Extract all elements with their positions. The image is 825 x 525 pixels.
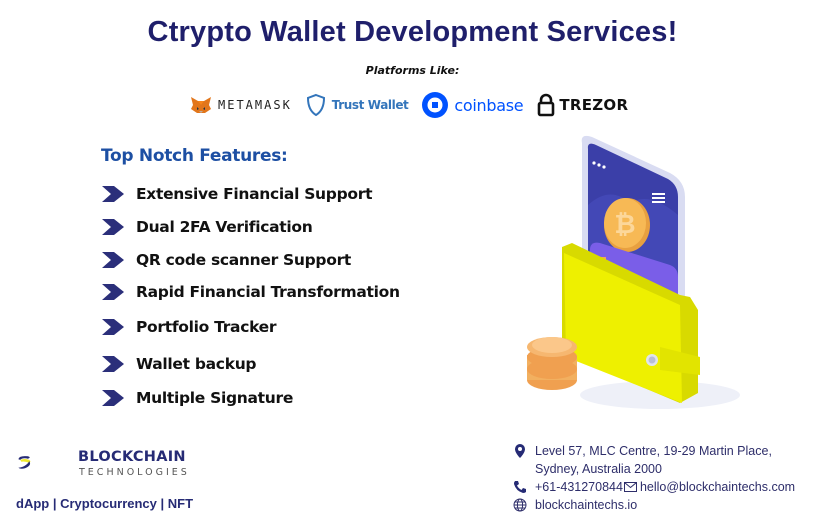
feature-item: Extensive Financial Support xyxy=(102,185,372,203)
platform-coinbase: coinbase xyxy=(422,92,524,118)
platform-trust-wallet: Trust Wallet xyxy=(306,93,409,117)
crypto-wallet-illustration: ₿ xyxy=(527,135,740,409)
chevron-right-icon xyxy=(102,356,124,372)
feature-item: Dual 2FA Verification xyxy=(102,218,313,236)
globe-icon xyxy=(513,498,527,512)
address-line2: Sydney, Australia 2000 xyxy=(535,462,662,476)
website-row: blockchaintechs.io xyxy=(513,496,795,514)
address-row-2: Sydney, Australia 2000 xyxy=(513,460,795,478)
feature-label: QR code scanner Support xyxy=(136,251,352,269)
location-pin-icon xyxy=(515,444,525,458)
phone-icon xyxy=(514,481,526,493)
chevron-right-icon xyxy=(102,219,124,235)
chevron-right-icon xyxy=(102,252,124,268)
address-line1: Level 57, MLC Centre, 19-29 Martin Place… xyxy=(535,444,772,458)
chevron-right-icon xyxy=(102,186,124,202)
feature-item: Wallet backup xyxy=(102,355,257,373)
feature-item: Multiple Signature xyxy=(102,389,293,407)
mail-icon xyxy=(623,482,637,492)
platform-name: TREZOR xyxy=(559,96,629,114)
svg-text:₿: ₿ xyxy=(614,210,635,240)
lock-icon xyxy=(538,93,555,117)
chevron-right-icon xyxy=(102,319,124,335)
phone-email-row: +61-431270844 hello@blockchaintechs.com xyxy=(513,478,795,496)
phone-link[interactable]: +61-431270844 xyxy=(535,480,623,494)
metamask-fox-icon xyxy=(191,97,211,113)
feature-item: Rapid Financial Transformation xyxy=(102,283,400,301)
platforms-subtitle: Platforms Like: xyxy=(365,64,460,77)
company-tagline: dApp | Cryptocurrency | NFT xyxy=(16,496,194,511)
address-row: Level 57, MLC Centre, 19-29 Martin Place… xyxy=(513,442,795,460)
coinbase-icon xyxy=(422,92,449,118)
platform-name: coinbase xyxy=(454,95,524,115)
company-name: BLOCKCHAIN xyxy=(78,449,186,465)
feature-label: Wallet backup xyxy=(136,355,257,373)
company-subtitle: TECHNOLOGIES xyxy=(79,467,190,478)
blockchain-logo-icon xyxy=(18,456,31,469)
platform-name: METAMASK xyxy=(218,98,292,112)
feature-item: Portfolio Tracker xyxy=(102,318,277,336)
platform-name: Trust Wallet xyxy=(331,98,409,112)
shield-icon xyxy=(306,93,325,117)
feature-label: Portfolio Tracker xyxy=(136,318,277,336)
features-heading: Top Notch Features: xyxy=(101,146,288,166)
feature-label: Extensive Financial Support xyxy=(136,185,373,203)
contact-info: Level 57, MLC Centre, 19-29 Martin Place… xyxy=(513,442,795,514)
email-link[interactable]: hello@blockchaintechs.com xyxy=(639,480,796,494)
feature-item: QR code scanner Support xyxy=(102,251,351,269)
website-link[interactable]: blockchaintechs.io xyxy=(535,498,638,512)
page-title: Ctrypto Wallet Development Services! xyxy=(147,16,678,48)
feature-label: Multiple Signature xyxy=(136,389,294,407)
platform-metamask: METAMASK xyxy=(190,96,292,114)
chevron-right-icon xyxy=(102,284,124,300)
chevron-right-icon xyxy=(102,390,124,406)
platform-trezor: TREZOR xyxy=(537,93,628,117)
feature-label: Rapid Financial Transformation xyxy=(136,283,400,301)
feature-label: Dual 2FA Verification xyxy=(136,218,313,236)
platform-logos: METAMASK Trust Wallet coinbase TREZOR xyxy=(190,88,642,122)
